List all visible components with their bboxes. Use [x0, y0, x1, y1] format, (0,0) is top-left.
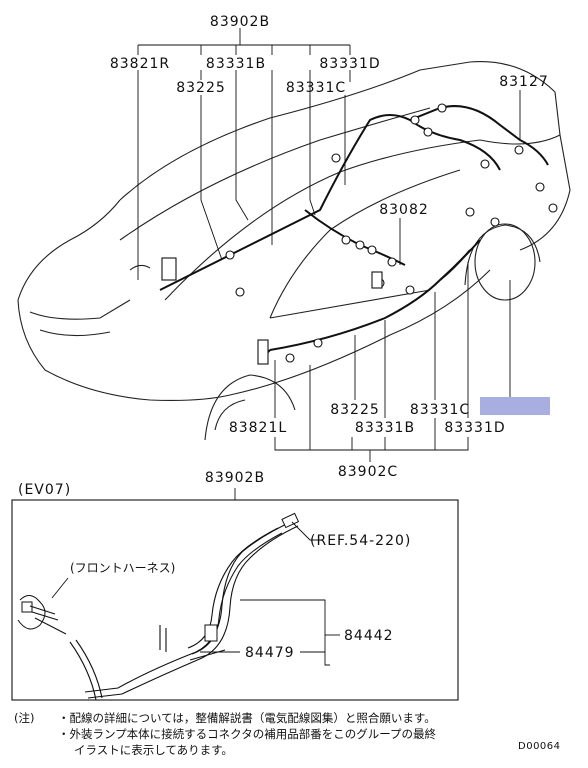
label-83331c-bottom: 83331C	[410, 402, 470, 418]
detail-inset: 83902B (EV07)	[11, 470, 459, 701]
doc-code: D00064	[518, 741, 561, 752]
connectors	[161, 103, 558, 365]
note-line-2: ・外装ランプ本体に接続するコネクタの補用品部番をこのグループの最終	[58, 727, 437, 741]
car-illustration	[17, 61, 571, 441]
label-83821l: 83821L	[229, 420, 287, 436]
label-83082: 83082	[379, 202, 429, 218]
label-83902b-detail: 83902B	[205, 470, 265, 486]
label-83331c-top: 83331C	[286, 80, 346, 96]
note-line-1: ・配線の詳細については，整備解説書（電気配線図集）と照合願います。	[58, 711, 436, 725]
label-83331d-bottom: 83331D	[444, 420, 505, 436]
label-83902c: 83902C	[338, 464, 398, 480]
note-lead: (注)	[14, 711, 35, 725]
label-83225-top: 83225	[176, 80, 226, 96]
leader-lines	[137, 28, 521, 280]
wiring-harness	[159, 105, 549, 361]
highlight-box	[480, 397, 550, 415]
label-83331d-top: 83331D	[319, 56, 380, 72]
label-83331b-top: 83331B	[206, 56, 266, 72]
label-84479: 84479	[245, 645, 295, 661]
leader-lines-bottom	[274, 262, 511, 462]
label-83331b-bottom: 83331B	[355, 420, 415, 436]
label-83902b-top: 83902B	[210, 14, 270, 30]
label-83821r: 83821R	[110, 56, 170, 72]
note-line-3: イラストに表示してあります。	[74, 743, 233, 757]
label-83127: 83127	[499, 74, 549, 90]
label-83225-bottom: 83225	[330, 402, 380, 418]
label-84442: 84442	[344, 628, 394, 644]
ref-label: (REF.54-220)	[310, 533, 411, 549]
front-harness-label: (フロントハーネス)	[70, 561, 175, 575]
inset-title: (EV07)	[18, 482, 71, 498]
notes: (注) ・配線の詳細については，整備解説書（電気配線図集）と照合願います。 ・外装…	[14, 710, 484, 758]
